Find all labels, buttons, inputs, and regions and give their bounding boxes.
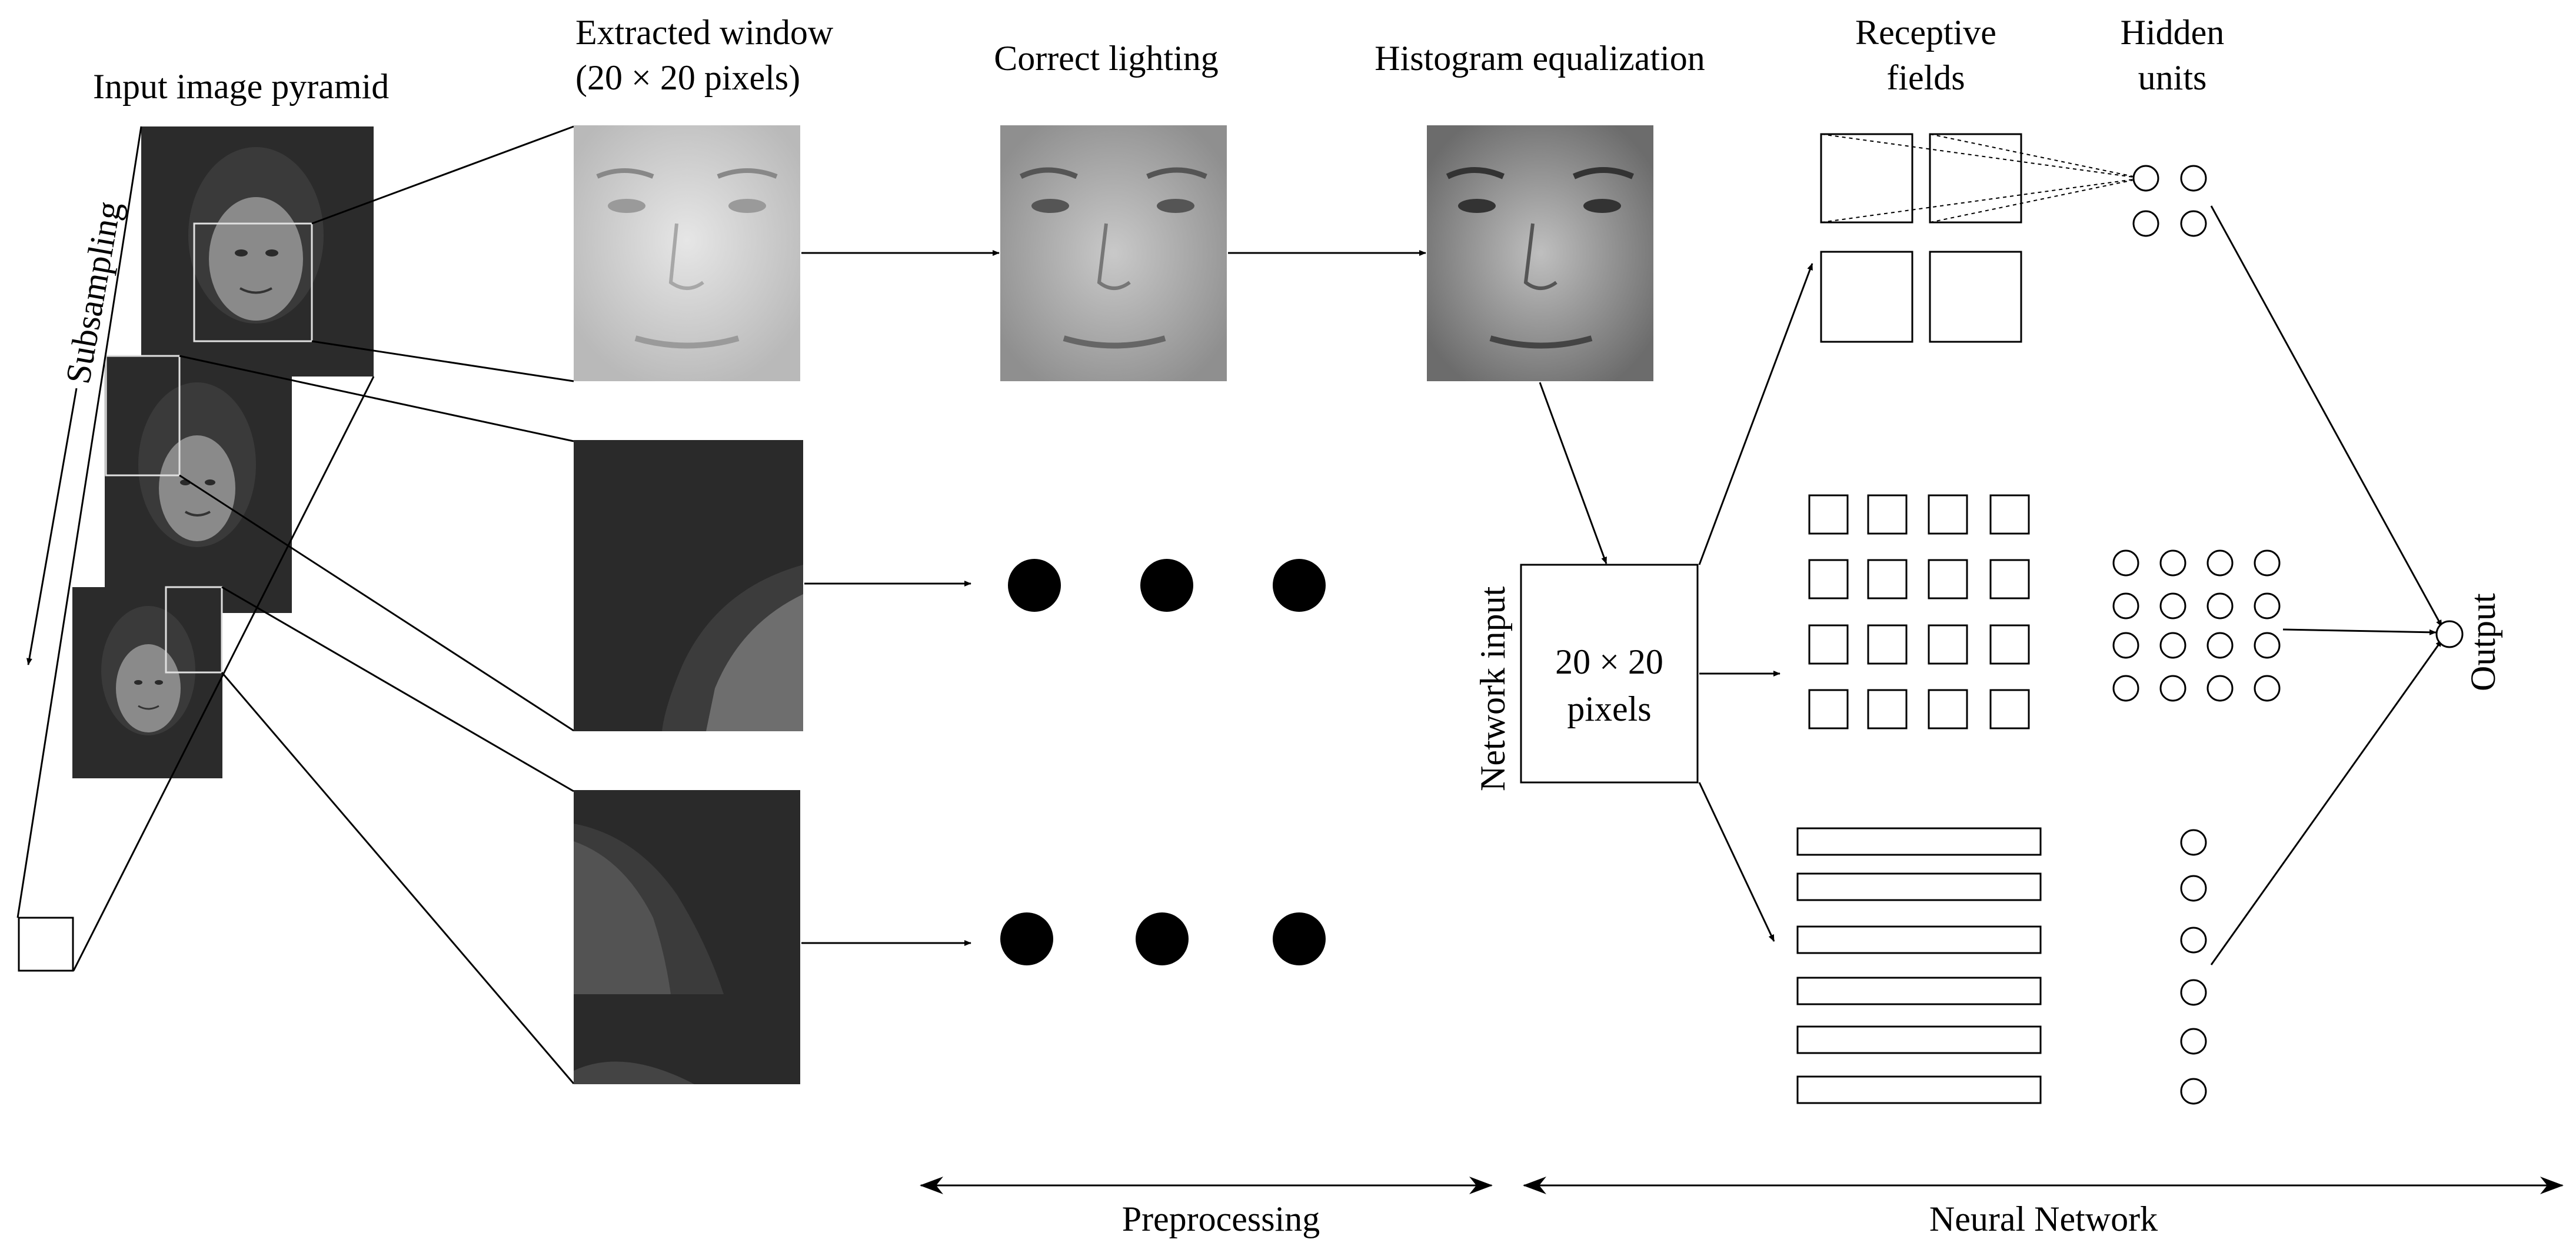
receptive-field-square	[1808, 624, 1849, 665]
receptive-field-square	[1989, 559, 2030, 599]
hidden-unit-circle	[2206, 632, 2234, 659]
output-unit	[2435, 620, 2464, 648]
hidden-unit-circle	[2159, 632, 2186, 659]
receptive-field-square	[1808, 494, 1849, 535]
hidden-unit-circle	[2112, 549, 2139, 577]
correct-lighting-image	[1000, 125, 1227, 381]
extracted-window-label-line2: (20 × 20 pixels)	[575, 58, 801, 97]
hidden-unit-circle	[2112, 675, 2139, 702]
hidden-unit-circle	[2206, 549, 2234, 577]
receptive-field-square	[1928, 624, 1968, 665]
output-connections	[2210, 205, 2443, 965]
receptive-field-square	[1928, 559, 1968, 599]
image-pyramid	[16, 126, 375, 972]
receptive-fields-stripes	[1796, 827, 2042, 1104]
receptive-fields-label-line2: fields	[1886, 58, 1965, 97]
extracted-window-hair-2	[574, 790, 800, 1084]
hidden-unit-circle	[2180, 829, 2207, 856]
receptive-field-square	[1989, 689, 2030, 729]
receptive-field-square	[1867, 559, 1908, 599]
receptive-field-square	[1867, 624, 1908, 665]
pyramid-image-large	[141, 126, 374, 377]
receptive-field-square	[1867, 689, 1908, 729]
receptive-field-square	[1928, 494, 1968, 535]
histogram-equalization-label: Histogram equalization	[1374, 39, 1705, 78]
neural-network-label: Neural Network	[1929, 1200, 2158, 1238]
receptive-field-square	[1808, 559, 1849, 599]
network-input-label: Network input	[1473, 586, 1512, 791]
ellipsis-dots-row-1	[1008, 559, 1326, 612]
receptive-field-square	[1928, 689, 1968, 729]
receptive-field-square	[1867, 494, 1908, 535]
histogram-equalized-image	[1427, 125, 1653, 381]
filled-circle-icon	[1140, 559, 1193, 612]
hidden-units-quadrants	[2132, 165, 2207, 237]
hidden-units-grid	[2112, 549, 2281, 702]
hidden-unit-circle	[2254, 549, 2281, 577]
filled-circle-icon	[1273, 912, 1326, 965]
extracted-window-label-line1: Extracted window	[575, 13, 834, 52]
preprocessing-label: Preprocessing	[1121, 1200, 1320, 1238]
hidden-unit-circle	[2206, 675, 2234, 702]
input-pyramid-label: Input image pyramid	[93, 67, 390, 106]
hidden-unit-circle	[2180, 875, 2207, 902]
filled-circle-icon	[1000, 912, 1053, 965]
hidden-unit-circle	[2159, 675, 2186, 702]
pyramid-base-window	[18, 917, 74, 972]
hidden-unit-circle	[2180, 1028, 2207, 1055]
hidden-unit-circle	[2254, 675, 2281, 702]
hidden-unit-circle	[2180, 927, 2207, 954]
subsampling-arrow	[26, 388, 78, 665]
hidden-unit-circle	[2180, 1078, 2207, 1105]
network-branch-arrows	[1698, 263, 1813, 942]
window-projection-lines	[179, 125, 575, 1084]
receptive-field-square	[1808, 689, 1849, 729]
hidden-unit-circle	[2159, 592, 2186, 619]
hidden-unit-circle	[2112, 632, 2139, 659]
hidden-unit-circle	[2159, 549, 2186, 577]
hidden-units-stripes	[2180, 829, 2207, 1105]
receptive-field-square	[1989, 624, 2030, 665]
hidden-unit-circle	[2112, 592, 2139, 619]
hidden-unit-circle	[2254, 632, 2281, 659]
filled-circle-icon	[1136, 912, 1189, 965]
filled-circle-icon	[1008, 559, 1061, 612]
input-box-label-line2: pixels	[1567, 689, 1652, 728]
extracted-window-face	[574, 125, 800, 381]
hidden-units-label-line2: units	[2138, 58, 2207, 97]
ellipsis-dots-row-2	[1000, 912, 1326, 965]
receptive-field-stripe	[1796, 872, 2042, 901]
filled-circle-icon	[1273, 559, 1326, 612]
receptive-field-square	[1989, 494, 2030, 535]
correct-lighting-label: Correct lighting	[994, 39, 1219, 78]
receptive-field-stripe	[1796, 827, 2042, 856]
receptive-field-stripe	[1796, 1075, 2042, 1104]
receptive-field-stripe	[1796, 977, 2042, 1005]
pyramid-image-small	[72, 586, 223, 778]
hidden-unit-circle	[2180, 979, 2207, 1006]
pyramid-image-medium	[105, 355, 292, 613]
input-box-label-line1: 20 × 20	[1555, 642, 1663, 681]
extracted-window-hair-1	[574, 440, 803, 731]
receptive-field-stripe	[1796, 925, 2042, 954]
receptive-fields-grid	[1808, 494, 2030, 729]
receptive-fields-quadrants	[1820, 133, 2142, 343]
hidden-unit-circle	[2206, 592, 2234, 619]
pipeline-arrows	[801, 250, 1607, 946]
network-input-box	[1520, 564, 1699, 784]
receptive-fields-label-line1: Receptive	[1855, 13, 1996, 52]
hidden-units-label-line1: Hidden	[2120, 13, 2225, 52]
hidden-unit-circle	[2254, 592, 2281, 619]
receptive-field-stripe	[1796, 1025, 2042, 1054]
output-label: Output	[2464, 593, 2502, 691]
